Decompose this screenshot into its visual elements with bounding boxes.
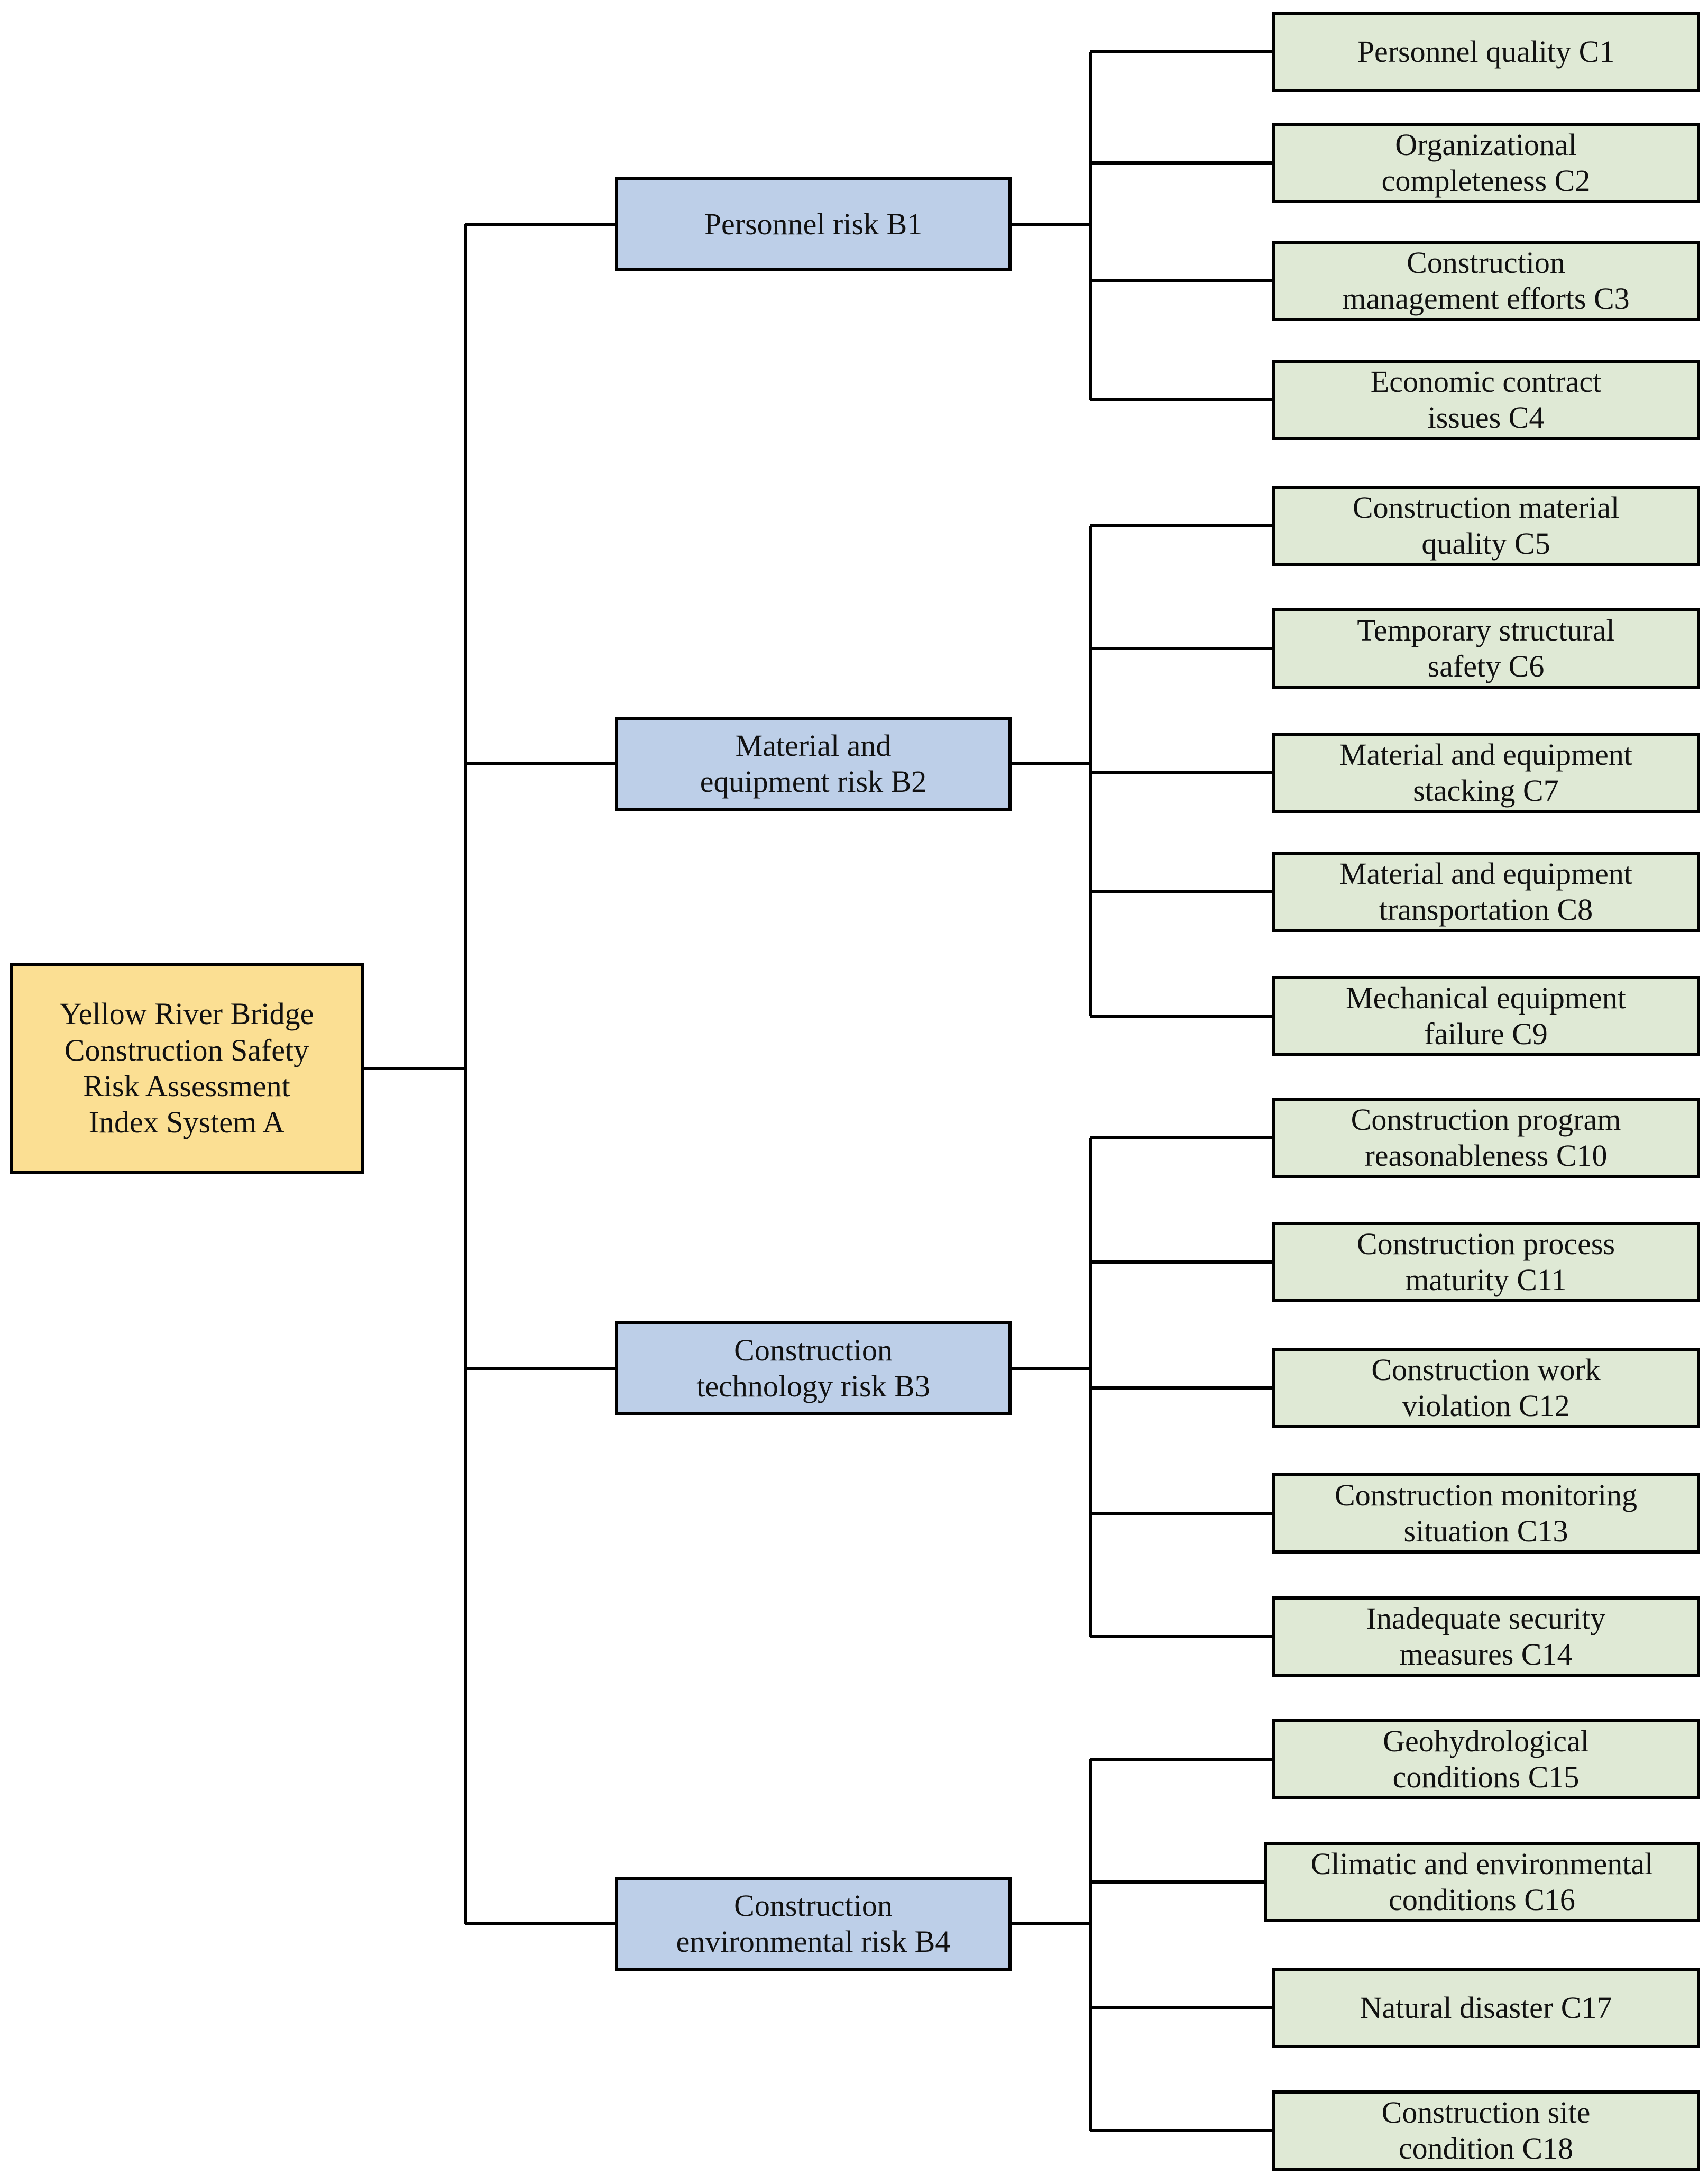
node-leaf-c1-label: Personnel quality C1 <box>1357 34 1615 69</box>
node-branch-b1[interactable]: Personnel risk B1 <box>615 177 1012 271</box>
node-branch-b1-label: Personnel risk B1 <box>704 206 923 241</box>
node-leaf-c1[interactable]: Personnel quality C1 <box>1272 12 1700 92</box>
node-leaf-c17-label: Natural disaster C17 <box>1360 1990 1612 2025</box>
node-leaf-c17[interactable]: Natural disaster C17 <box>1272 1968 1700 2048</box>
